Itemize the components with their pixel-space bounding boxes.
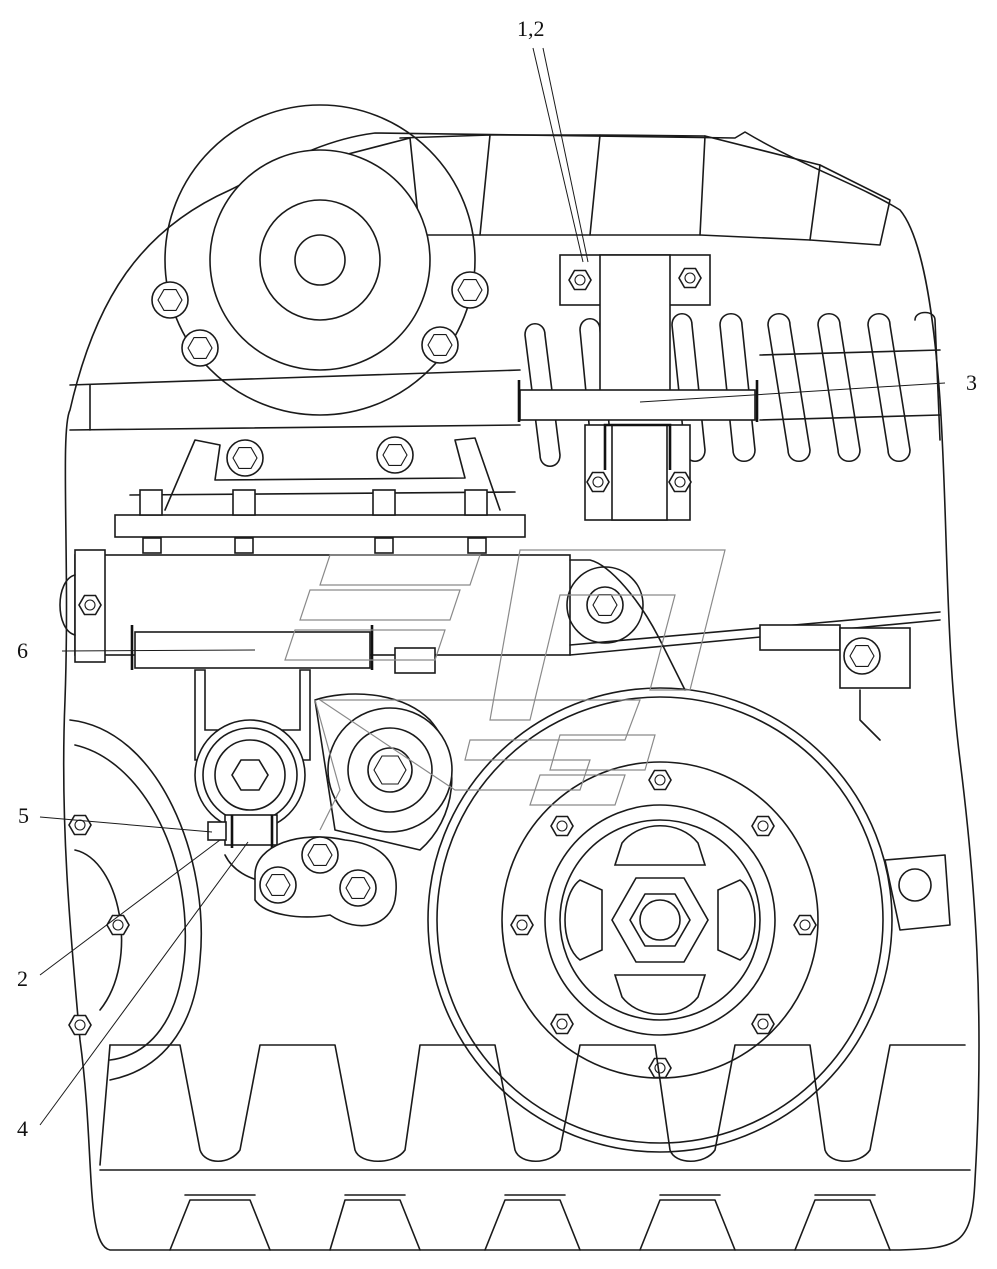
upper-roller (151, 104, 489, 416)
pin-3 (517, 380, 759, 422)
spring-bracket (559, 254, 711, 521)
right-bracket (884, 854, 951, 931)
right-link (759, 624, 911, 741)
bottom-track-teeth (99, 1044, 971, 1251)
small-roller (314, 647, 453, 851)
callout-2: 2 (17, 966, 28, 991)
hydraulic-cylinder (59, 549, 941, 691)
callout-3: 3 (966, 370, 977, 395)
leader-lines (39, 47, 946, 1126)
top-track-treads (249, 134, 891, 246)
main-road-wheel (427, 687, 893, 1153)
watermark-logo (284, 549, 726, 831)
frame-beams (69, 349, 941, 431)
left-road-wheel (68, 719, 202, 1081)
callout-5: 5 (18, 803, 29, 828)
mounting-plate (114, 436, 526, 554)
callout-6: 6 (17, 638, 28, 663)
pin-6 (130, 625, 374, 670)
callout-4: 4 (17, 1116, 28, 1141)
callout-1-2: 1,2 (517, 16, 545, 41)
coil-spring (524, 311, 941, 468)
lower-bracket (254, 836, 397, 927)
